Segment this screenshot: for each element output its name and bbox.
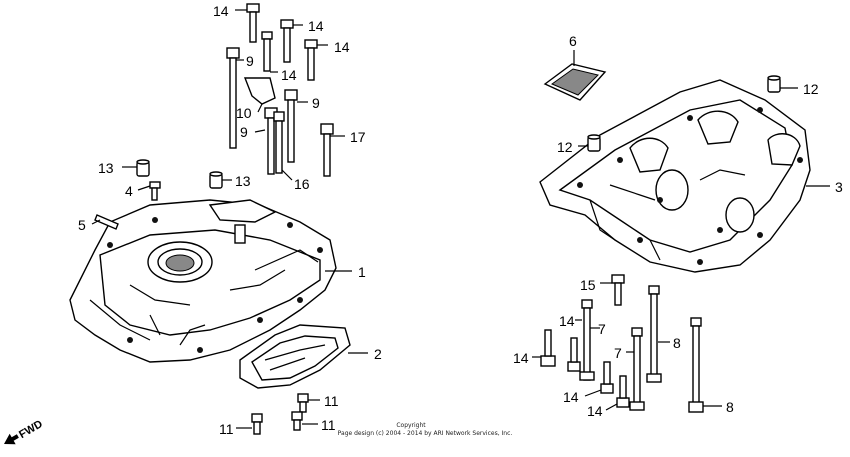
callout-1: 1 bbox=[358, 264, 366, 280]
bolt-4[interactable] bbox=[149, 181, 161, 201]
bolt-9-a[interactable] bbox=[226, 47, 240, 149]
dowel-12-top[interactable] bbox=[767, 75, 781, 93]
callout-9-c: 9 bbox=[240, 124, 248, 140]
bolt-14-c[interactable] bbox=[261, 31, 273, 72]
bolt-14-b[interactable] bbox=[280, 19, 294, 63]
bolt-14-e[interactable] bbox=[540, 329, 556, 367]
callout-8-a: 8 bbox=[673, 335, 681, 351]
callout-14-c: 14 bbox=[334, 39, 350, 55]
bolt-11-c[interactable] bbox=[291, 411, 303, 431]
callout-5: 5 bbox=[78, 217, 86, 233]
callout-7-a: 7 bbox=[598, 321, 606, 337]
dowel-pin-5[interactable] bbox=[94, 214, 119, 230]
callout-10: 10 bbox=[236, 105, 252, 121]
callout-12-a: 12 bbox=[803, 81, 819, 97]
callout-12-b: 12 bbox=[557, 139, 573, 155]
bolt-8-b[interactable] bbox=[688, 317, 704, 413]
callout-11-b: 11 bbox=[219, 421, 234, 437]
callout-15: 15 bbox=[580, 277, 596, 293]
callout-4: 4 bbox=[125, 183, 133, 199]
dowel-13-right[interactable] bbox=[209, 171, 223, 189]
fwd-marker: FWD bbox=[4, 418, 45, 445]
bolt-14-h[interactable] bbox=[616, 375, 630, 408]
bolt-11-b[interactable] bbox=[297, 393, 309, 413]
fwd-label: FWD bbox=[17, 418, 45, 441]
callout-14-d: 14 bbox=[281, 67, 297, 83]
callout-16: 16 bbox=[294, 176, 310, 192]
callout-7-b: 7 bbox=[614, 345, 622, 361]
bolt-7-b[interactable] bbox=[629, 327, 645, 411]
callout-14-h: 14 bbox=[587, 403, 603, 419]
callout-9-b: 9 bbox=[312, 95, 320, 111]
copyright-notice: Copyright Page design (c) 2004 - 2014 by… bbox=[338, 422, 513, 437]
upper-crankcase-part[interactable] bbox=[539, 79, 811, 273]
callout-8-b: 8 bbox=[726, 399, 734, 415]
callout-9-a: 9 bbox=[246, 53, 254, 69]
callout-14-e: 14 bbox=[559, 313, 575, 329]
callout-14-a: 14 bbox=[213, 3, 229, 19]
callout-13-a: 13 bbox=[98, 160, 114, 176]
lower-crankcase-part[interactable] bbox=[69, 199, 337, 363]
bracket-10[interactable] bbox=[243, 77, 276, 105]
bolt-8-a[interactable] bbox=[646, 285, 662, 383]
dowel-12-mid[interactable] bbox=[587, 134, 601, 152]
callout-labels: 14 14 14 14 9 10 9 9 17 16 13 13 4 5 1 2… bbox=[78, 3, 843, 437]
bolt-7-a[interactable] bbox=[579, 299, 595, 381]
dowel-13-left[interactable] bbox=[136, 159, 150, 177]
bolt-9-b[interactable] bbox=[284, 89, 298, 163]
bolt-11-a[interactable] bbox=[251, 413, 263, 435]
callout-14-f: 14 bbox=[513, 350, 529, 366]
fwd-arrow-icon bbox=[4, 433, 19, 445]
callout-14-g: 14 bbox=[563, 389, 579, 405]
callout-11-c: 11 bbox=[321, 417, 336, 433]
bolt-16[interactable] bbox=[273, 111, 285, 174]
callout-17: 17 bbox=[350, 129, 366, 145]
leader-lines bbox=[91, 9, 830, 429]
strainer-screen-6[interactable] bbox=[543, 63, 607, 101]
copyright-line-1: Copyright bbox=[396, 422, 426, 429]
bolt-14-a[interactable] bbox=[246, 3, 260, 43]
bolt-15[interactable] bbox=[611, 274, 625, 306]
callout-11-a: 11 bbox=[324, 393, 339, 409]
callout-2: 2 bbox=[374, 346, 382, 362]
callout-14-b: 14 bbox=[308, 18, 324, 34]
callout-3: 3 bbox=[835, 179, 843, 195]
callout-13-b: 13 bbox=[235, 173, 251, 189]
bolt-14-f[interactable] bbox=[567, 337, 581, 372]
oil-pan-part[interactable] bbox=[239, 324, 351, 389]
bolt-17[interactable] bbox=[320, 123, 334, 177]
bolt-14-d[interactable] bbox=[304, 39, 318, 81]
copyright-line-2: Page design (c) 2004 - 2014 by ARI Netwo… bbox=[338, 430, 513, 437]
bolt-14-g[interactable] bbox=[600, 361, 614, 394]
callout-6: 6 bbox=[569, 33, 577, 49]
